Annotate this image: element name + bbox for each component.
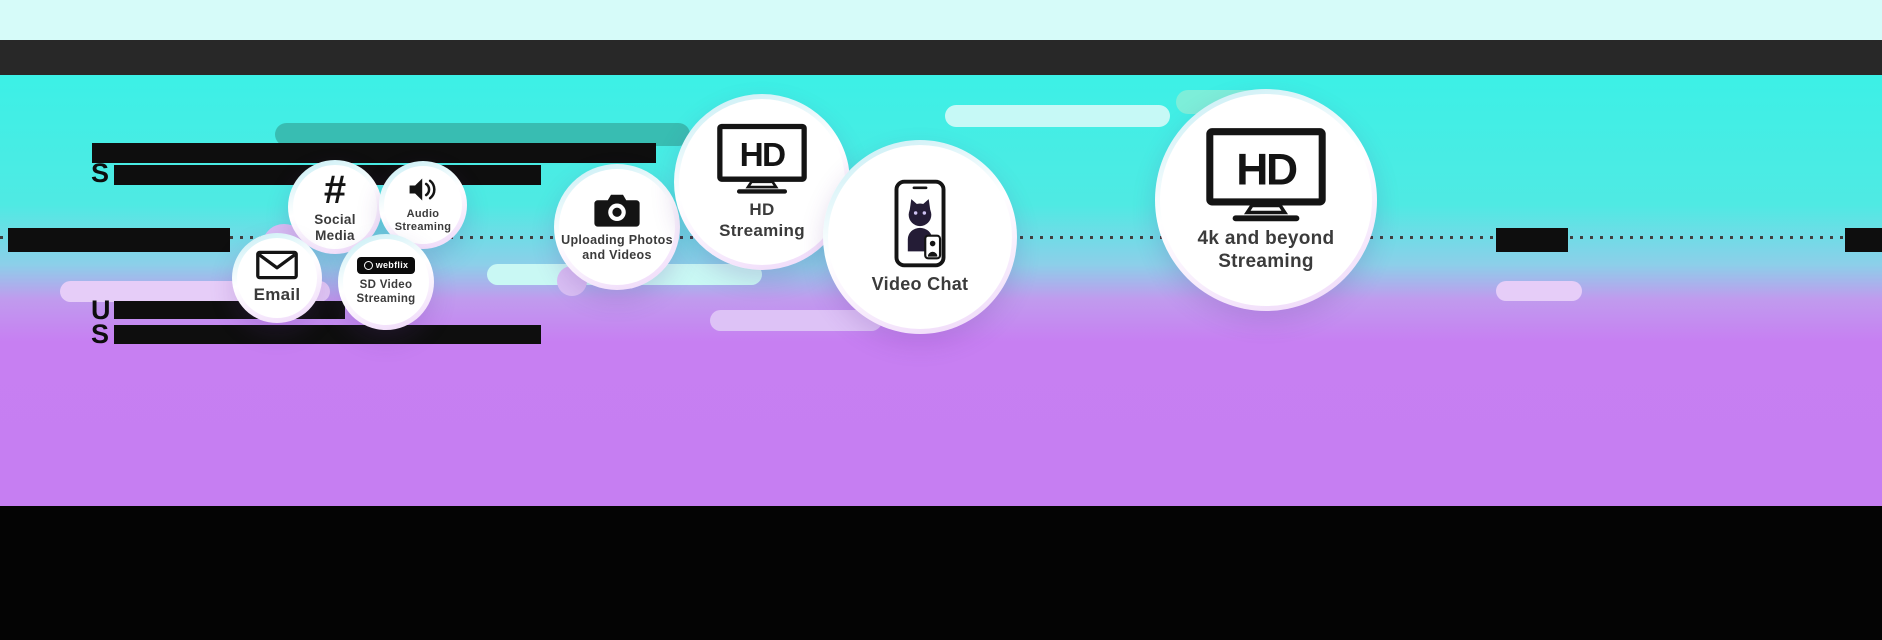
decor-pill xyxy=(945,105,1170,127)
bubble-label: Streaming xyxy=(719,220,805,240)
redacted-text-bar xyxy=(92,143,656,163)
top-light-band xyxy=(0,0,1882,40)
bubble-label: Audio xyxy=(406,208,440,221)
bubble-label: Social xyxy=(314,212,356,228)
bubble-audio-streaming: Audio Streaming xyxy=(379,161,467,249)
bubble-label: Streaming xyxy=(1218,250,1314,272)
redacted-heading-letter: S xyxy=(91,158,110,188)
bubble-label: Media xyxy=(315,228,355,243)
decor-pill xyxy=(275,123,690,146)
bubble-label: Email xyxy=(253,285,301,305)
bubble-label: Uploading Photos xyxy=(561,233,673,248)
speaker-icon xyxy=(408,176,438,203)
tv-hd-icon: HD xyxy=(1205,127,1327,223)
redacted-heading-letter: U xyxy=(91,295,111,325)
svg-text:HD: HD xyxy=(1236,145,1297,194)
bubble-hd-streaming: HD HD Streaming xyxy=(674,94,850,270)
bubble-4k-and-beyond-streaming: HD 4k and beyond Streaming xyxy=(1155,89,1377,311)
redacted-speed-label xyxy=(1496,228,1568,252)
top-title-bar-redacted xyxy=(0,40,1882,75)
tv-hd-icon: HD xyxy=(716,123,808,195)
decor-pill xyxy=(710,310,882,331)
hashtag-icon: # xyxy=(323,168,347,213)
bubble-label: Streaming xyxy=(356,293,416,305)
redacted-speed-label xyxy=(1845,228,1882,252)
camera-icon xyxy=(593,191,641,228)
redacted-text-bar xyxy=(114,325,541,344)
svg-text:HD: HD xyxy=(740,137,785,174)
redacted-speed-label xyxy=(8,228,230,252)
phone-video-call-cat-icon xyxy=(893,178,947,269)
bubble-email: Email xyxy=(232,233,322,323)
bubble-label: HD xyxy=(749,200,775,220)
bubble-label: 4k and beyond xyxy=(1197,228,1335,250)
bubble-social-media: # Social Media xyxy=(288,160,382,254)
redacted-heading-letter: S xyxy=(91,319,110,349)
webflix-logo-ring xyxy=(363,261,373,271)
footer-redacted xyxy=(0,506,1882,640)
bubble-label: Video Chat xyxy=(871,274,969,295)
bubble-label: Streaming xyxy=(394,221,452,233)
bubble-uploading-photos-videos: Uploading Photos and Videos xyxy=(554,164,680,290)
webflix-logo-text: webflix xyxy=(375,260,409,271)
bubble-label: and Videos xyxy=(582,248,652,262)
envelope-icon xyxy=(255,250,299,280)
bubble-sd-video-streaming: webflix SD Video Streaming xyxy=(338,234,434,330)
decor-pill xyxy=(1496,281,1582,301)
bubble-label: SD Video xyxy=(359,279,413,292)
webflix-badge-icon: webflix xyxy=(356,257,416,275)
bubble-video-chat: Video Chat xyxy=(823,140,1017,334)
